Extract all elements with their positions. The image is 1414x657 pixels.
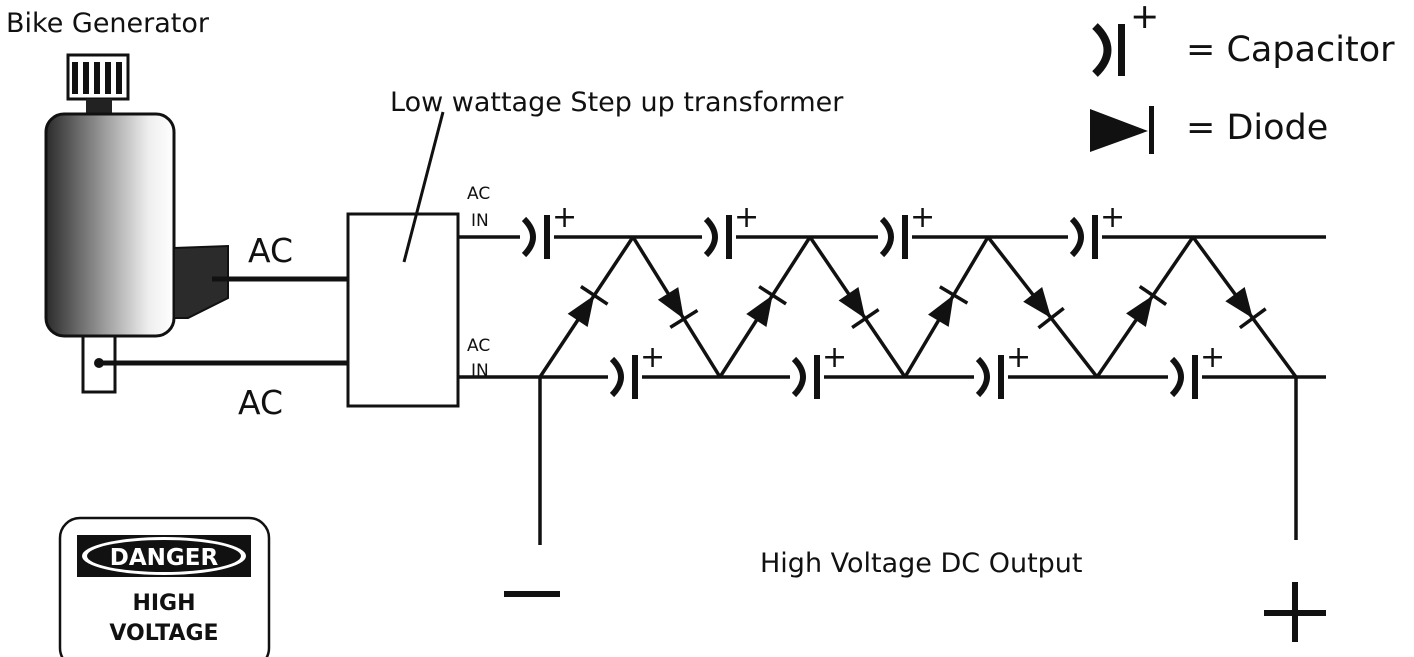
capacitor-icon: + — [878, 200, 935, 259]
diode-icon — [718, 236, 812, 378]
output-label: High Voltage DC Output — [760, 548, 1083, 579]
diode-icon — [808, 236, 907, 378]
diodes — [538, 235, 1298, 379]
capacitor-plus-label: + — [1100, 200, 1125, 235]
capacitor-icon: + — [520, 200, 577, 259]
legend-diode-icon — [1090, 106, 1154, 154]
diode-icon — [986, 235, 1099, 379]
bike-generator-label: Bike Generator — [6, 8, 210, 39]
capacitor-icon: + — [702, 200, 759, 259]
generator-body — [44, 112, 176, 338]
diode-icon — [631, 236, 722, 378]
generator-wheel-icon — [66, 53, 130, 115]
capacitor-icon: + — [974, 340, 1031, 399]
danger-line2: VOLTAGE — [109, 621, 218, 646]
ac-in-bottom-line1: AC — [467, 336, 490, 356]
capacitor-icon: + — [1168, 340, 1225, 399]
diode-icon — [1095, 236, 1195, 378]
capacitor-plus-label: + — [1006, 340, 1031, 375]
legend-capacitor-plus: + — [1130, 0, 1159, 37]
danger-title: DANGER — [110, 545, 219, 571]
capacitor-plus-label: + — [1200, 340, 1225, 375]
capacitors: + + + + + + + + — [520, 200, 1225, 399]
step-up-transformer — [346, 111, 460, 408]
capacitor-plus-label: + — [822, 340, 847, 375]
transformer-label: Low wattage Step up transformer — [390, 87, 844, 118]
bike-generator: Bike Generator — [6, 8, 229, 394]
ac-wires — [99, 276, 348, 366]
legend: + = Capacitor = Diode — [1090, 0, 1395, 154]
capacitor-plus-label: + — [640, 340, 665, 375]
legend-capacitor-text: = Capacitor — [1186, 30, 1395, 70]
output-minus-sign — [504, 591, 560, 597]
diode-icon — [538, 236, 635, 378]
danger-high-voltage-sign: DANGER HIGH VOLTAGE — [58, 516, 271, 657]
capacitor-plus-label: + — [552, 200, 577, 235]
capacitor-icon: + — [1068, 200, 1125, 259]
output-plus-sign — [1264, 582, 1326, 642]
ac-label-top: AC — [248, 231, 293, 270]
capacitor-plus-label: + — [910, 200, 935, 235]
diode-icon — [1191, 235, 1298, 379]
legend-diode-text: = Diode — [1186, 108, 1328, 148]
ac-label-bottom: AC — [238, 383, 283, 422]
ac-in-top-line1: AC — [467, 184, 490, 204]
ac-in-top-line2: IN — [471, 211, 489, 231]
capacitor-icon: + — [608, 340, 665, 399]
capacitor-icon: + — [790, 340, 847, 399]
capacitor-plus-label: + — [734, 200, 759, 235]
generator-clamp — [173, 244, 229, 319]
legend-capacitor-icon: + — [1092, 0, 1159, 77]
diode-icon — [903, 236, 990, 378]
danger-line1: HIGH — [132, 591, 195, 616]
